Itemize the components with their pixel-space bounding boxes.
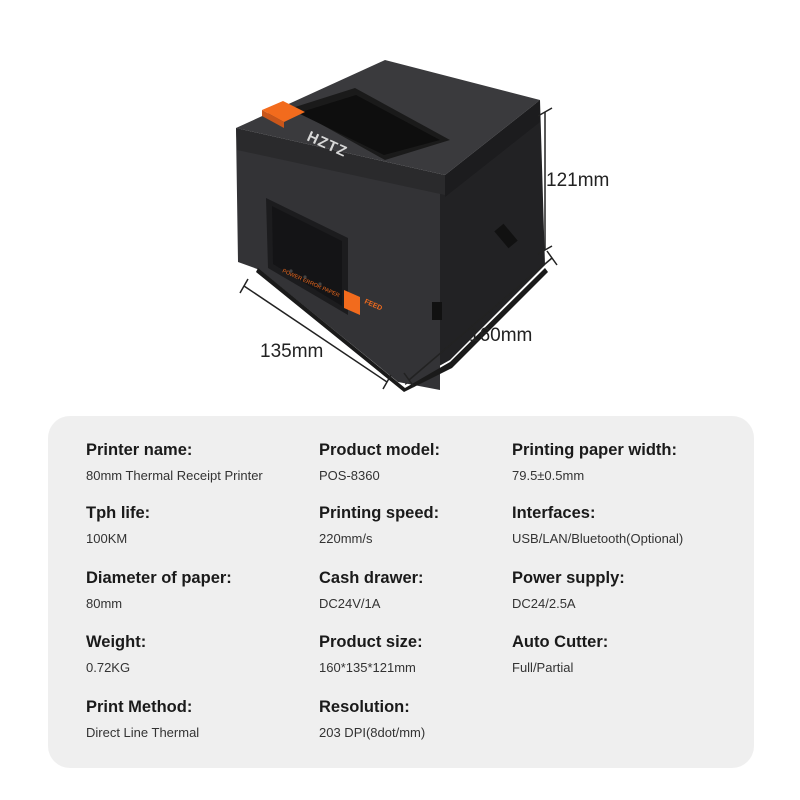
spec-value: 203 DPI(8dot/mm) [319,725,426,740]
spec-label: Print Method: [86,698,193,716]
spec-label: Resolution: [319,698,410,716]
thermal-printer-illustration: HZTZ POWER ERROR PAPER FEED [236,60,558,392]
depth-dimension-label: 160mm [469,325,533,346]
spec-value: Full/Partial [512,660,574,675]
spec-label: Weight: [86,633,147,651]
product-image-area: HZTZ POWER ERROR PAPER FEED [236,60,610,392]
spec-value: 79.5±0.5mm [512,468,585,483]
spec-printer-name: Printer name: 80mm Thermal Receipt Print… [86,441,263,483]
spec-label: Printer name: [86,441,193,459]
spec-value: POS-8360 [319,468,380,483]
spec-label: Tph life: [86,504,151,522]
spec-print-method: Print Method: Direct Line Thermal [86,698,199,740]
spec-paper-diameter: Diameter of paper: 80mm [86,569,232,611]
spec-label: Auto Cutter: [512,633,609,651]
spec-auto-cutter: Auto Cutter: Full/Partial [512,633,608,675]
spec-interfaces: Interfaces: USB/LAN/Bluetooth(Optional) [512,504,683,546]
spec-label: Product model: [319,441,441,459]
spec-value: 80mm [86,596,123,611]
spec-power-supply: Power supply: DC24/2.5A [512,569,625,611]
spec-value: Direct Line Thermal [86,725,200,740]
spec-label: Cash drawer: [319,569,424,587]
spec-resolution: Resolution: 203 DPI(8dot/mm) [319,698,425,740]
spec-paper-width: Printing paper width: 79.5±0.5mm [512,441,677,483]
spec-label: Printing paper width: [512,441,677,459]
spec-value: 100KM [86,531,128,546]
spec-label: Product size: [319,633,423,651]
spec-printing-speed: Printing speed: 220mm/s [319,504,439,546]
feed-button [344,290,360,315]
spec-value: 80mm Thermal Receipt Printer [86,468,263,483]
spec-value: 160*135*121mm [319,660,416,675]
spec-value: DC24/2.5A [512,596,576,611]
width-dimension-line [239,278,392,390]
spec-tph-life: Tph life: 100KM [86,504,150,546]
spec-label: Printing speed: [319,504,440,522]
spec-label: Diameter of paper: [86,569,232,587]
spec-product-size: Product size: 160*135*121mm [319,633,423,675]
height-dimension-line [537,107,553,255]
height-dimension-label: 121mm [546,170,610,191]
spec-label: Power supply: [512,569,625,587]
spec-value: 0.72KG [86,660,131,675]
spec-product-model: Product model: POS-8360 [319,441,440,483]
spec-weight: Weight: 0.72KG [86,633,146,675]
orange-release-button [262,101,305,122]
spec-value: USB/LAN/Bluetooth(Optional) [512,531,684,546]
spec-cash-drawer: Cash drawer: DC24V/1A [319,569,424,611]
depth-dimension-line [403,250,558,388]
spec-value: 220mm/s [319,531,373,546]
spec-label: Interfaces: [512,504,596,522]
spec-value: DC24V/1A [319,596,381,611]
specifications-panel: Printer name: 80mm Thermal Receipt Print… [48,416,754,768]
width-dimension-label: 135mm [260,341,324,362]
